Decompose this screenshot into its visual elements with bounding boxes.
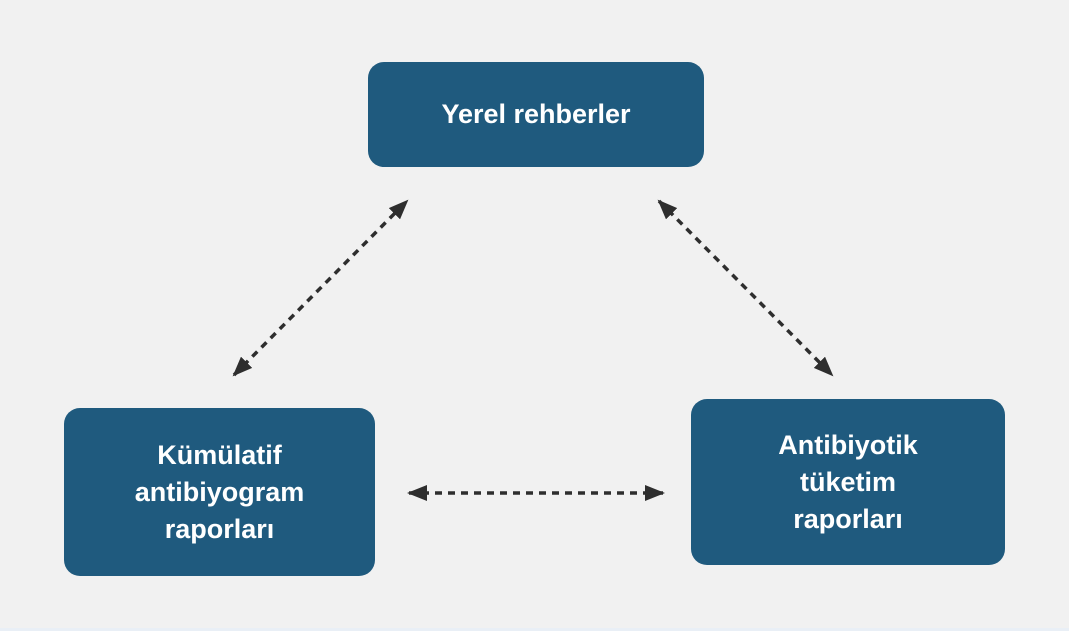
node-label: Antibiyotik tüketim raporları	[778, 429, 918, 534]
node-label: Yerel rehberler	[441, 99, 631, 129]
bottom-edge-highlight	[0, 628, 1069, 631]
node-antibiyotik-tuketim-raporlari: Antibiyotik tüketim raporları	[691, 399, 1005, 565]
node-label: Kümülatif antibiyogram raporları	[134, 439, 305, 544]
arrow-bottomleft-top	[232, 199, 409, 377]
node-yerel-rehberler: Yerel rehberler	[368, 62, 704, 167]
arrow-top-bottomright	[657, 199, 834, 377]
node-kumulatif-antibiyogram-raporlari: Kümülatif antibiyogram raporları	[64, 408, 375, 576]
